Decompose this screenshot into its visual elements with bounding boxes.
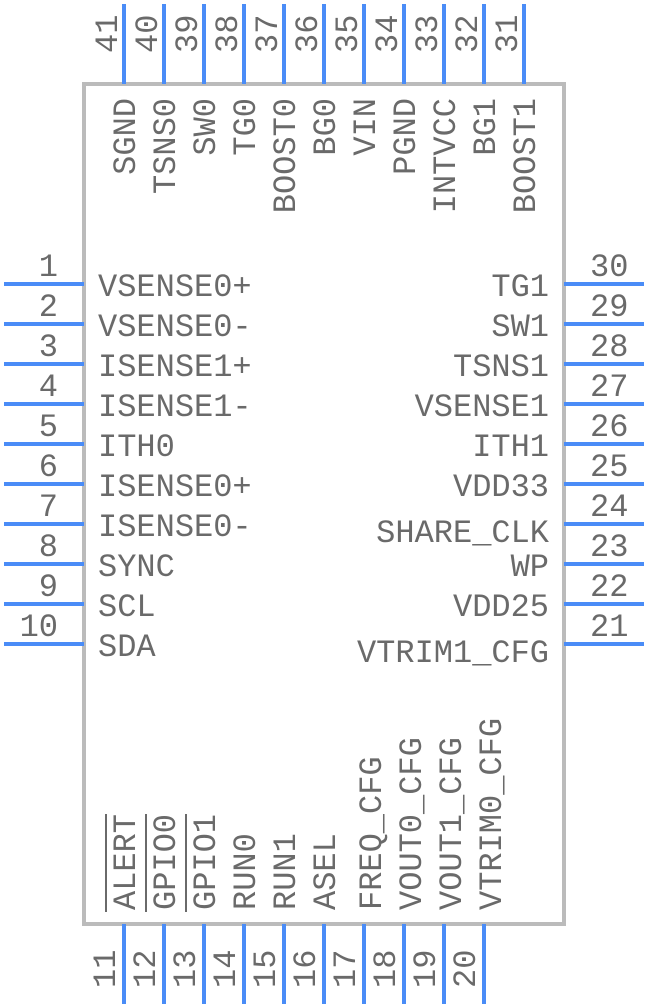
pin-number: 36 [290, 15, 327, 53]
pin-number: 29 [590, 289, 628, 326]
pin-number: 32 [450, 15, 487, 53]
pin-number: 1 [39, 249, 58, 286]
pin-number: 25 [590, 449, 628, 486]
pin-number: 40 [130, 15, 167, 53]
pin-number: 39 [170, 15, 207, 53]
pin-label: BOOST1 [508, 98, 545, 213]
pin-label: VIN [348, 98, 385, 156]
pin-label: SGND [108, 98, 145, 175]
pin-label: SW0 [188, 98, 225, 156]
pin-label: ISENSE0+ [98, 469, 252, 506]
pin-label: INTVCC [428, 98, 465, 213]
pin-number: 14 [208, 950, 245, 988]
pin-number: 6 [39, 449, 58, 486]
pin-number: 37 [250, 15, 287, 53]
pin-number: 20 [448, 950, 485, 988]
pin-number: 3 [39, 329, 58, 366]
pin-number: 18 [368, 950, 405, 988]
pin-label: VDD33 [453, 469, 549, 506]
pin-label: GPIO1 [188, 814, 225, 910]
pin-number: 8 [39, 529, 58, 566]
pin-label: BG0 [308, 98, 345, 156]
pin-label: VDD25 [453, 589, 549, 626]
pin-label: VOUT1_CFG [434, 737, 471, 910]
pin-label: GPIO0 [148, 814, 185, 910]
pin-number: 23 [590, 529, 628, 566]
pin-label: TSNS1 [453, 349, 549, 386]
pin-label: BG1 [468, 98, 505, 156]
pin-number: 26 [590, 409, 628, 446]
pin-number: 12 [128, 950, 165, 988]
pin-label: BOOST0 [268, 98, 305, 213]
pin-number: 4 [39, 369, 58, 406]
pin-label: WP [511, 549, 549, 586]
pin-number: 24 [590, 489, 628, 526]
pin-number: 27 [590, 369, 628, 406]
pin-number: 31 [490, 15, 527, 53]
pin-label: FREQ_CFG [354, 756, 391, 910]
pin-number: 5 [39, 409, 58, 446]
pin-number: 21 [590, 609, 628, 646]
pin-number: 19 [408, 950, 445, 988]
pin-number: 33 [410, 15, 447, 53]
pin-label: ALERT [108, 814, 145, 910]
pin-label: VTRIM1_CFG [357, 635, 549, 672]
pin-label: RUN1 [268, 833, 305, 910]
pin-number: 17 [328, 950, 365, 988]
pin-number: 38 [210, 15, 247, 53]
pin-label: TG1 [491, 269, 549, 306]
pin-number: 13 [168, 950, 205, 988]
pin-label: ISENSE1+ [98, 349, 252, 386]
pin-label: RUN0 [228, 833, 265, 910]
pin-label: VTRIM0_CFG [474, 718, 511, 910]
pin-label: SHARE_CLK [376, 515, 550, 552]
pin-label: PGND [388, 98, 425, 175]
pin-label: ISENSE1- [98, 389, 252, 426]
pin-label: ASEL [308, 833, 345, 910]
pin-label: ITH1 [472, 429, 549, 466]
pin-number: 22 [590, 569, 628, 606]
pin-number: 15 [248, 950, 285, 988]
pin-label: VSENSE0+ [98, 269, 252, 306]
pin-label: TSNS0 [148, 98, 185, 194]
pin-label: VSENSE1 [415, 389, 549, 426]
pin-label: SDA [98, 629, 156, 666]
pin-number: 10 [20, 609, 58, 646]
pin-label: SYNC [98, 549, 175, 586]
pin-number: 34 [370, 15, 407, 53]
pin-label: TG0 [228, 98, 265, 156]
pin-number: 11 [88, 950, 125, 988]
pin-label: ISENSE0- [98, 509, 252, 546]
pin-number: 2 [39, 289, 58, 326]
pin-label: VOUT0_CFG [394, 737, 431, 910]
pin-number: 16 [288, 950, 325, 988]
pin-number: 7 [39, 489, 58, 526]
pin-number: 9 [39, 569, 58, 606]
pin-label: SCL [98, 589, 156, 626]
pin-label: SW1 [491, 309, 549, 346]
pin-number: 30 [590, 249, 628, 286]
pin-label: ITH0 [98, 429, 175, 466]
pin-number: 28 [590, 329, 628, 366]
pin-number: 41 [90, 15, 127, 53]
pin-label: VSENSE0- [98, 309, 252, 346]
pin-number: 35 [330, 15, 367, 53]
